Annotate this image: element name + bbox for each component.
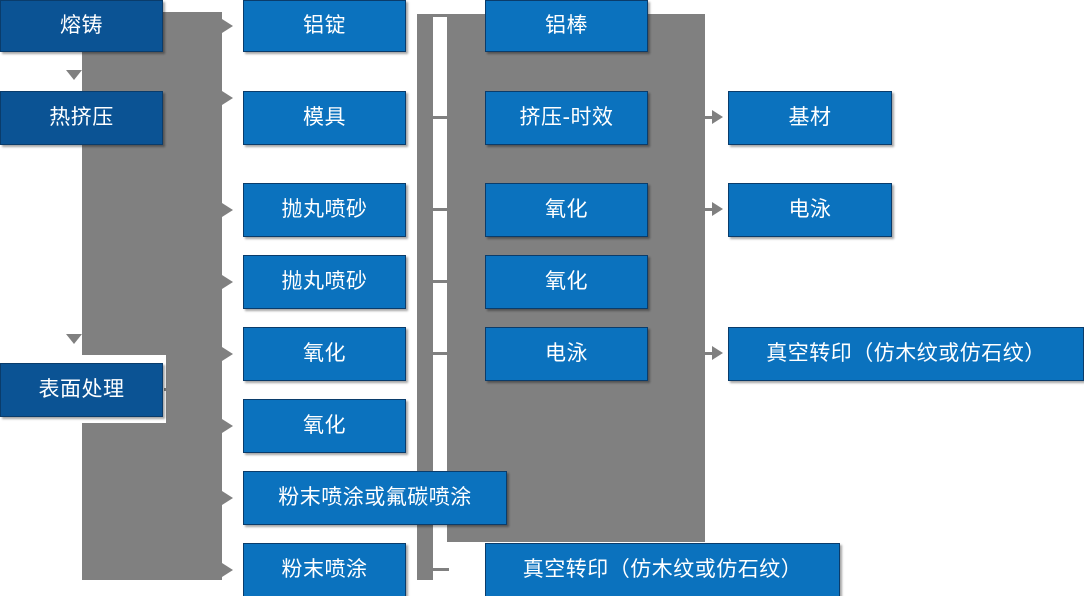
process-label: 模具 <box>303 105 346 130</box>
product-box-dianyong[interactable]: 电泳 <box>728 183 892 237</box>
arrow-band1-row3 <box>222 203 233 217</box>
process-box-ludng[interactable]: 铝锭 <box>243 0 406 52</box>
arrow-band1-row5 <box>222 347 233 361</box>
arrow-band1-row7 <box>222 491 233 505</box>
tie-line-row4 <box>431 280 449 283</box>
connector-rail-col2 <box>417 14 433 580</box>
arrow-band1-row4 <box>222 275 233 289</box>
tie-line-row8 <box>431 568 449 571</box>
tie-line-row2 <box>431 116 449 119</box>
process-box-paowanpensha-2[interactable]: 抛丸喷砂 <box>243 255 406 309</box>
process-label: 电泳 <box>545 341 588 366</box>
arrow-to-dianyong <box>712 202 723 216</box>
process-label: 挤压-时效 <box>519 105 614 130</box>
arrow-to-zhenkong <box>712 346 723 360</box>
process-box-jiya-shixiao[interactable]: 挤压-时效 <box>485 91 648 145</box>
process-label: 氧化 <box>545 197 588 222</box>
stage-box-rongzhu[interactable]: 熔铸 <box>0 0 163 52</box>
stage-box-biaomianchuli[interactable]: 表面处理 <box>0 363 163 417</box>
arrow-down-surface <box>66 334 82 344</box>
product-label: 真空转印（仿木纹或仿石纹） <box>766 341 1046 366</box>
process-label: 氧化 <box>545 269 588 294</box>
tie-line-row1 <box>431 14 449 17</box>
product-box-jicai[interactable]: 基材 <box>728 91 892 145</box>
arrow-stem-dianyong <box>705 208 715 211</box>
arrow-band1-row8 <box>222 563 233 577</box>
process-label: 粉末喷涂 <box>281 557 368 582</box>
arrow-band1-row6 <box>222 419 233 433</box>
connector-band-stub-surface <box>164 388 222 391</box>
process-box-paowanpensha-1[interactable]: 抛丸喷砂 <box>243 183 406 237</box>
arrow-to-jicai <box>712 110 723 124</box>
process-box-yanghua-4[interactable]: 氧化 <box>485 255 648 309</box>
process-label: 氧化 <box>303 413 346 438</box>
arrow-stem-zhenkong <box>705 352 715 355</box>
arrow-band1-row2 <box>222 91 233 105</box>
process-box-zhenkongzhuanyin-bottom[interactable]: 真空转印（仿木纹或仿石纹） <box>485 543 840 596</box>
tie-line-row5 <box>431 352 449 355</box>
process-label: 铝棒 <box>545 13 588 38</box>
process-box-yanghua-1[interactable]: 氧化 <box>243 327 406 381</box>
process-box-dianyong-1[interactable]: 电泳 <box>485 327 648 381</box>
process-box-lubang[interactable]: 铝棒 <box>485 0 648 52</box>
process-label: 真空转印（仿木纹或仿石纹） <box>522 557 803 582</box>
process-box-muju[interactable]: 模具 <box>243 91 406 145</box>
stage-label: 热挤压 <box>49 105 114 130</box>
process-label: 抛丸喷砂 <box>281 197 368 222</box>
product-label: 电泳 <box>788 197 832 222</box>
process-label: 抛丸喷砂 <box>281 269 368 294</box>
process-label: 氧化 <box>303 341 346 366</box>
arrow-down-rongzhu <box>66 70 82 80</box>
process-box-yanghua-3[interactable]: 氧化 <box>485 183 648 237</box>
stage-box-rejiya[interactable]: 热挤压 <box>0 91 163 145</box>
process-label: 铝锭 <box>303 13 346 38</box>
tie-line-row3 <box>431 208 449 211</box>
process-box-fenmopentu[interactable]: 粉末喷涂 <box>243 543 406 596</box>
arrow-band1-row1 <box>222 19 233 33</box>
process-box-fenmopentu-fluorocarbon[interactable]: 粉末喷涂或氟碳喷涂 <box>243 471 507 525</box>
product-box-zhenkongzhuanyin[interactable]: 真空转印（仿木纹或仿石纹） <box>728 327 1084 381</box>
process-box-yanghua-2[interactable]: 氧化 <box>243 399 406 453</box>
product-label: 基材 <box>788 105 832 130</box>
stage-label: 熔铸 <box>60 13 103 38</box>
arrow-stem-jicai <box>705 116 715 119</box>
process-label: 粉末喷涂或氟碳喷涂 <box>278 485 472 510</box>
stage-label: 表面处理 <box>38 377 125 402</box>
